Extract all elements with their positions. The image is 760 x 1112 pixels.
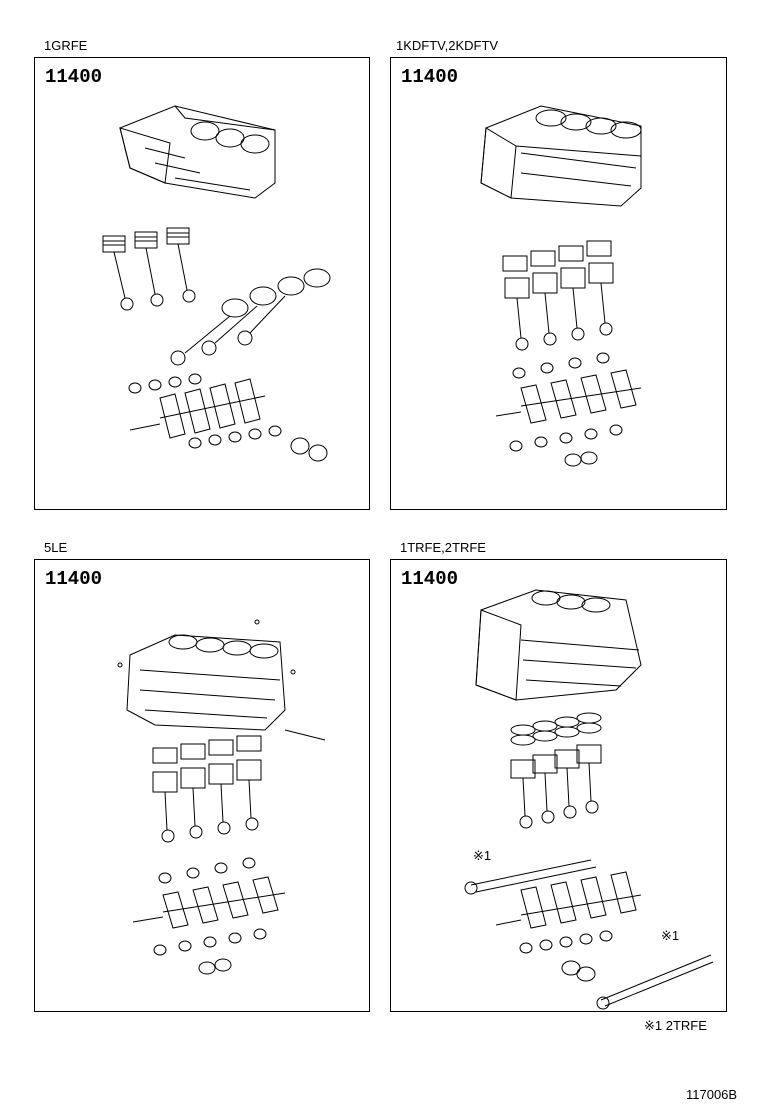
connecting-rods — [114, 244, 330, 365]
short-block-illustration-i4-diesel — [391, 58, 728, 511]
short-block-illustration-i4-5le — [35, 560, 371, 1013]
bearings — [129, 374, 327, 461]
connecting-rods — [516, 283, 612, 350]
panel-5le: 11400 — [34, 559, 370, 1012]
piston-set — [511, 713, 601, 778]
engine-label-1grfe: 1GRFE — [44, 38, 88, 53]
part-code: 11400 — [45, 66, 103, 88]
piston-set — [153, 736, 261, 792]
balance-shaft-lower — [597, 955, 713, 1009]
piston-set — [503, 241, 613, 298]
cylinder-block — [476, 590, 641, 700]
engine-label-5le: 5LE — [44, 540, 68, 555]
bearings — [154, 858, 266, 974]
cylinder-block — [481, 106, 641, 206]
crankshaft — [496, 370, 641, 423]
panel-1grfe: 11400 — [34, 57, 370, 510]
panel-1kdftv: 11400 — [390, 57, 727, 510]
part-code: 11400 — [401, 568, 459, 590]
connecting-rods — [162, 780, 258, 842]
short-block-illustration-i4-1trfe — [391, 560, 728, 1013]
callout-balance-shaft-lower: ※1 — [661, 928, 680, 943]
cylinder-block — [120, 106, 275, 198]
balance-shaft-upper — [465, 860, 596, 894]
bearings — [520, 931, 612, 981]
crankshaft — [496, 872, 641, 928]
footnote: ※1 2TRFE — [644, 1018, 707, 1033]
short-block-illustration-v6 — [35, 58, 371, 511]
connecting-rods — [520, 763, 598, 828]
diagram-id: 117006B — [686, 1087, 738, 1102]
engine-label-1trfe: 1TRFE,2TRFE — [400, 540, 486, 555]
crankshaft — [133, 877, 285, 928]
callout-balance-shaft-upper: ※1 — [473, 848, 492, 863]
part-code: 11400 — [45, 568, 103, 590]
engine-label-1kdftv: 1KDFTV,2KDFTV — [396, 38, 499, 53]
crankshaft — [130, 379, 265, 438]
panel-1trfe: 11400 ※1 ※1 — [390, 559, 727, 1012]
cylinder-block — [118, 620, 325, 740]
part-code: 11400 — [401, 66, 459, 88]
bearings — [510, 353, 622, 466]
